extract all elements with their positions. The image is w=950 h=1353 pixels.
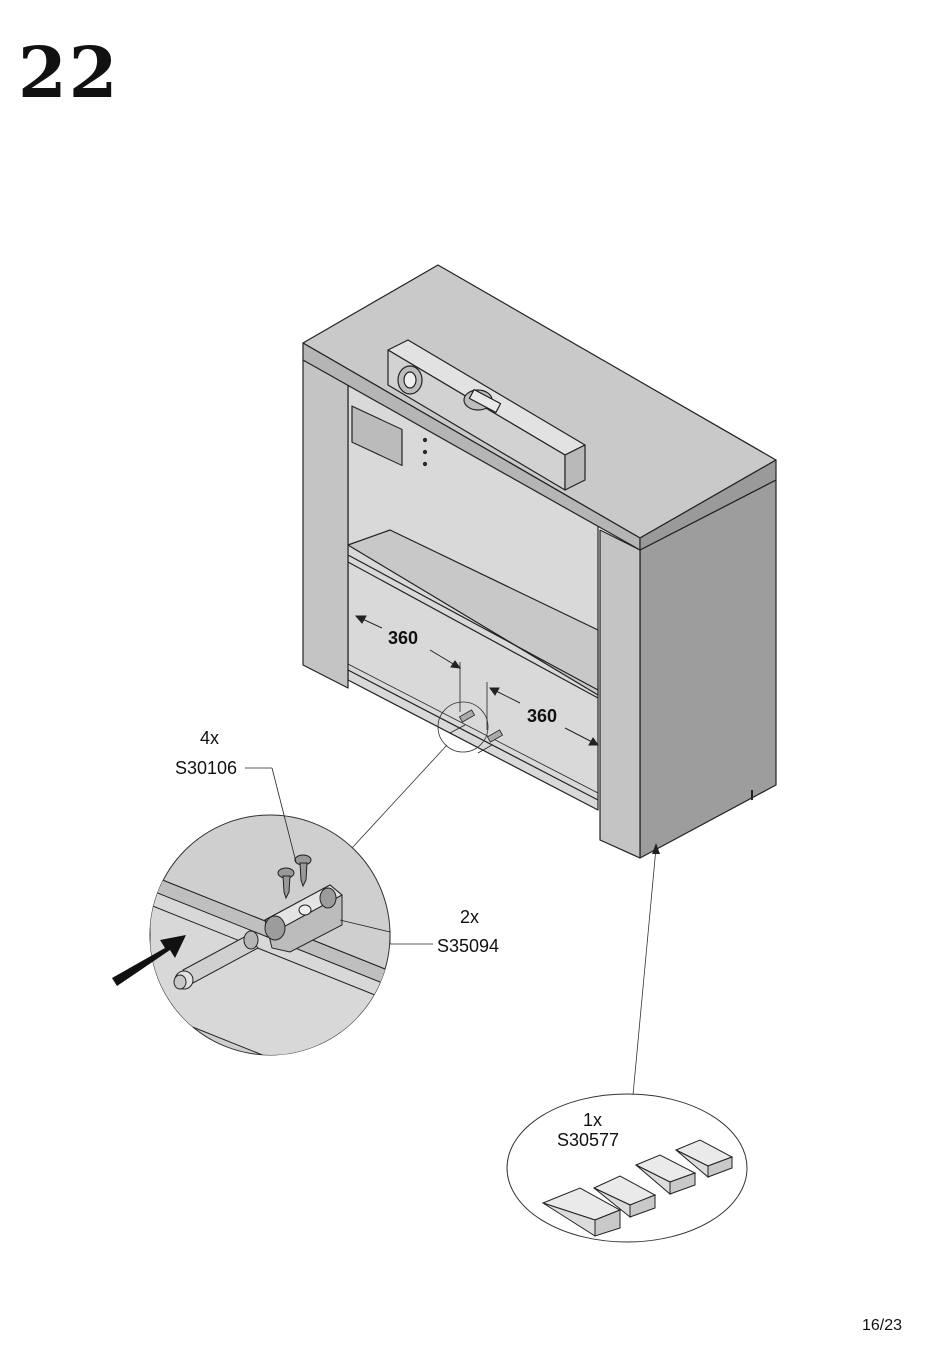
- pads-code: S30577: [557, 1130, 619, 1150]
- dimension-left-label: 360: [388, 628, 418, 648]
- zoom-detail: [112, 815, 400, 1110]
- pads-detail: 1x S30577: [507, 843, 747, 1242]
- dimension-right-label: 360: [527, 706, 557, 726]
- page-number: 16/23: [862, 1317, 902, 1335]
- cabinet-post-right: [600, 530, 640, 858]
- screw-code: S30106: [175, 758, 237, 778]
- cabinet-post-left: [303, 360, 348, 688]
- pads-qty: 1x: [583, 1110, 602, 1130]
- screw-qty: 4x: [200, 728, 219, 748]
- latch-qty: 2x: [460, 907, 479, 927]
- pads-leader: [633, 848, 656, 1095]
- callout-leader: [352, 745, 447, 848]
- latch-code: S35094: [437, 936, 499, 956]
- cabinet: [303, 265, 776, 858]
